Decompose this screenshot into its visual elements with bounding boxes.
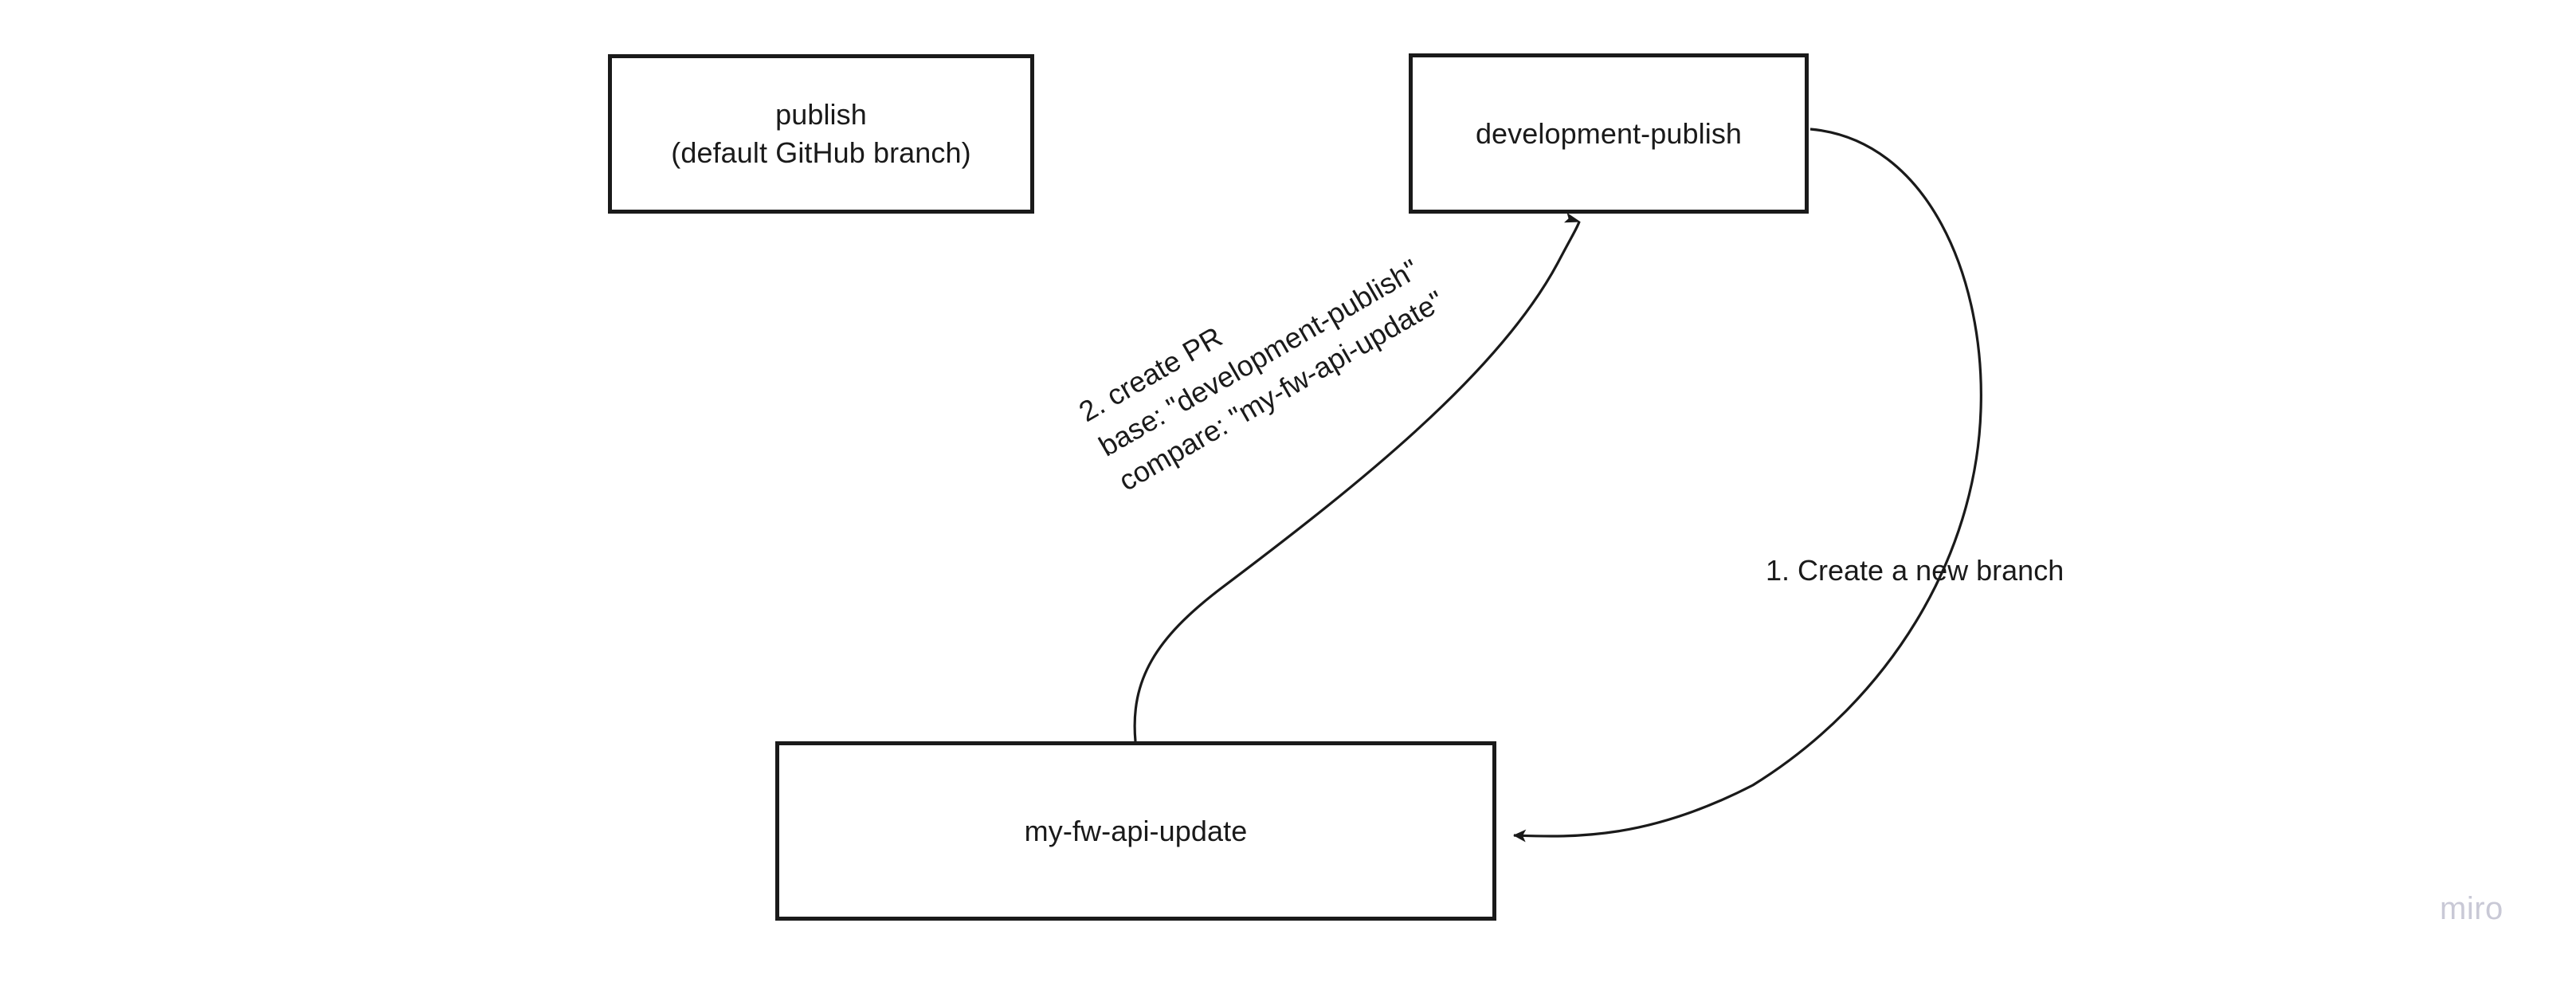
node-development-publish-label: development-publish xyxy=(1475,116,1743,150)
edge-create-pr-path xyxy=(1133,212,1581,742)
edge-create-branch-path xyxy=(1513,128,1982,843)
node-my-fw-api-update-label: my-fw-api-update xyxy=(1024,814,1248,847)
node-publish[interactable]: publish (default GitHub branch) xyxy=(608,54,1034,214)
edge-label-create-branch: 1. Create a new branch xyxy=(1766,554,2064,587)
node-publish-label: publish (default GitHub branch) xyxy=(671,98,971,169)
node-my-fw-api-update[interactable]: my-fw-api-update xyxy=(775,741,1496,921)
node-development-publish[interactable]: development-publish xyxy=(1409,53,1809,214)
miro-watermark: miro xyxy=(2440,891,2503,926)
